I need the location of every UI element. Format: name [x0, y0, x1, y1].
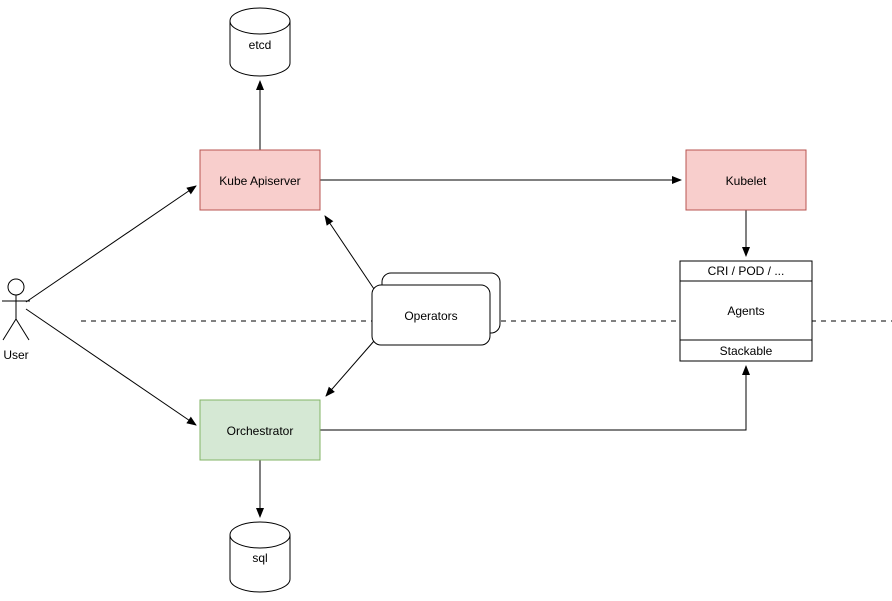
- operators-label: Operators: [404, 309, 457, 323]
- etcd-label: etcd: [249, 38, 272, 52]
- edge-operators-to-orchestrator[interactable]: [325, 340, 375, 397]
- sql-cylinder-top-arc: [229, 534, 291, 549]
- kube-apiserver-label: Kube Apiserver: [219, 174, 300, 188]
- actor-user[interactable]: User: [2, 278, 30, 362]
- user-legs: [2, 318, 30, 341]
- etcd-cylinder-shape[interactable]: [229, 7, 291, 77]
- edge-orchestrator-to-stackable[interactable]: [320, 365, 750, 431]
- kubelet-box[interactable]: [685, 149, 807, 211]
- orchestrator-label: Orchestrator: [227, 424, 294, 438]
- operators-front-card[interactable]: [371, 284, 491, 346]
- user-label: User: [3, 348, 28, 362]
- node-agents[interactable]: CRI / POD / ... Agents Stackable: [679, 260, 813, 362]
- sql-label: sql: [252, 551, 267, 565]
- node-operators[interactable]: Operators: [371, 272, 501, 346]
- kube-apiserver-box[interactable]: [199, 149, 321, 211]
- agents-body-label: Agents: [727, 304, 764, 318]
- node-orchestrator[interactable]: Orchestrator: [199, 399, 321, 461]
- node-etcd[interactable]: etcd: [229, 7, 291, 77]
- edge-user-to-kube-apiserver[interactable]: [25, 185, 197, 303]
- kubelet-label: Kubelet: [726, 174, 767, 188]
- node-kubelet[interactable]: Kubelet: [685, 149, 807, 211]
- agents-footer-label: Stackable: [720, 344, 773, 358]
- agents-box[interactable]: [679, 260, 813, 362]
- node-kube-apiserver[interactable]: Kube Apiserver: [199, 149, 321, 211]
- node-sql[interactable]: sql: [229, 521, 291, 593]
- edge-operators-to-kube-apiserver[interactable]: [324, 215, 375, 290]
- orchestrator-box[interactable]: [199, 399, 321, 461]
- edge-user-to-orchestrator[interactable]: [25, 308, 197, 426]
- agents-header-label: CRI / POD / ...: [708, 264, 785, 278]
- etcd-cylinder-top-arc: [229, 20, 291, 35]
- sql-cylinder-shape[interactable]: [229, 521, 291, 593]
